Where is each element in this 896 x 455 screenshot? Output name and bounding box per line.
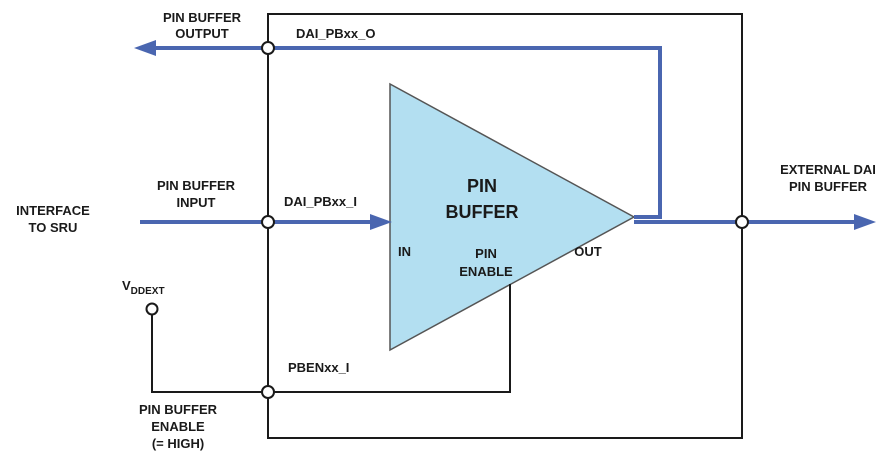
buffer-title-line2: BUFFER	[446, 202, 519, 222]
vddext-wire	[151, 314, 268, 393]
label-external-line1: EXTERNAL DAI	[780, 162, 876, 177]
buffer-title-line1: PIN	[467, 176, 497, 196]
pin-buffer-triangle	[389, 82, 636, 352]
node-output	[261, 41, 275, 55]
buffer-in-label: IN	[398, 244, 411, 259]
label-pin-buffer-enable-line2: ENABLE	[151, 419, 205, 434]
node-vddext	[145, 302, 159, 316]
input-arrowhead	[370, 214, 392, 230]
label-external-line2: PIN BUFFER	[789, 179, 868, 194]
external-arrowhead	[854, 214, 876, 230]
node-pben	[261, 385, 275, 399]
buffer-out-label: OUT	[574, 244, 602, 259]
label-interface-line2: TO SRU	[29, 220, 78, 235]
node-input	[261, 215, 275, 229]
label-dai-pb-o: DAI_PBxx_O	[296, 26, 375, 41]
label-dai-pb-i: DAI_PBxx_I	[284, 194, 357, 209]
label-pin-buffer-input-line1: PIN BUFFER	[157, 178, 236, 193]
label-pin-buffer-output-line2: OUTPUT	[175, 26, 229, 41]
label-pin-buffer-input-line2: INPUT	[177, 195, 216, 210]
node-external	[735, 215, 749, 229]
label-pin-buffer-enable-line1: PIN BUFFER	[139, 402, 218, 417]
buffer-enable-line2: ENABLE	[459, 264, 513, 279]
label-vddext: VDDEXT	[122, 278, 165, 297]
pben-wire	[268, 284, 511, 393]
buffer-enable-line1: PIN	[475, 246, 497, 261]
output-arrowhead	[134, 40, 156, 56]
label-pin-buffer-enable-line3: (= HIGH)	[152, 436, 204, 451]
label-pin-buffer-output-line1: PIN BUFFER	[163, 10, 242, 25]
label-interface-line1: INTERFACE	[16, 203, 90, 218]
output-feedback-line	[150, 46, 662, 219]
label-pben: PBENxx_I	[288, 360, 349, 375]
